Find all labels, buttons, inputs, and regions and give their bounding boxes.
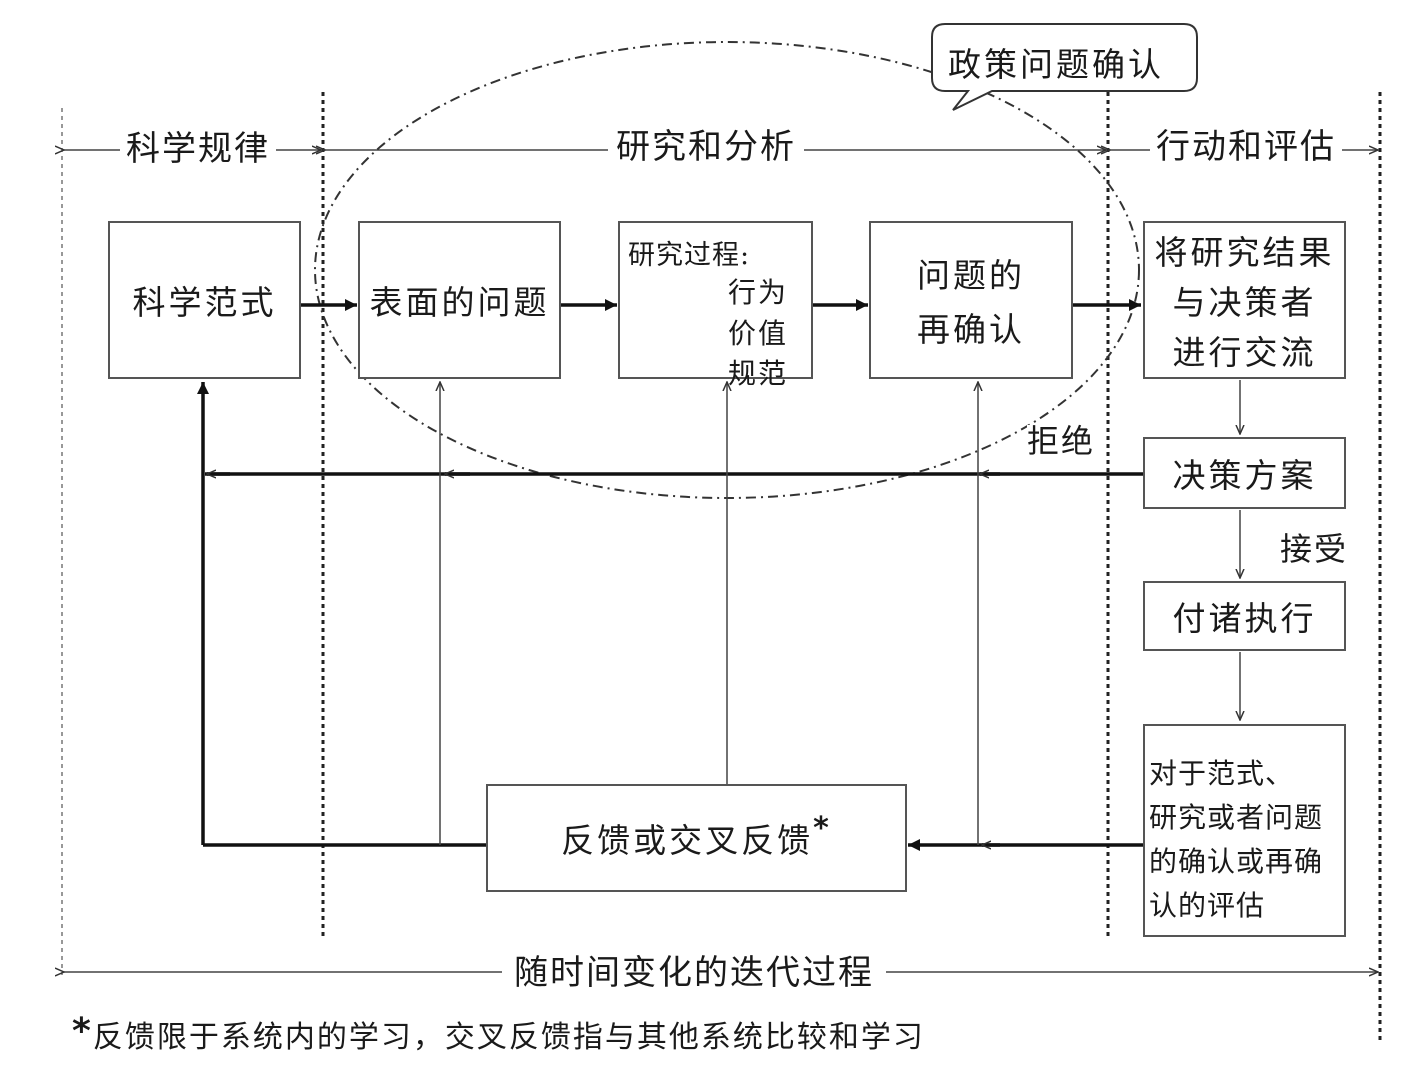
- box-problem-reconfirm: 问题的 再确认: [869, 221, 1073, 379]
- feedback-text: 反馈或交叉反馈: [561, 821, 814, 860]
- edge-label-accept: 接受: [1280, 530, 1349, 568]
- research-item-behavior: 行为: [728, 276, 789, 309]
- communicate-results-line-1: 将研究结果: [1154, 233, 1335, 272]
- box-implementation: 付诸执行: [1143, 581, 1346, 651]
- footnote: *反馈限于系统内的学习，交叉反馈指与其他系统比较和学习: [72, 1011, 925, 1056]
- evaluation-line-2: 研究或者问题: [1149, 801, 1324, 834]
- evaluation-line-3: 的确认或再确: [1149, 845, 1324, 878]
- phase-label-action-evaluation: 行动和评估: [1150, 130, 1342, 164]
- box-communicate-results: 将研究结果 与决策者 进行交流: [1143, 221, 1346, 379]
- footnote-star: *: [72, 1011, 93, 1052]
- communicate-results-line-2: 与决策者: [1172, 283, 1317, 322]
- evaluation-line-1: 对于范式、: [1149, 757, 1295, 790]
- box-decision-plan: 决策方案: [1143, 437, 1346, 509]
- phase-label-scientific-law: 科学规律: [120, 132, 276, 166]
- box-evaluation: 对于范式、 研究或者问题 的确认或再确 认的评估: [1143, 724, 1346, 937]
- research-item-value: 价值: [728, 317, 789, 350]
- surface-problem-text: 表面的问题: [369, 283, 550, 322]
- scientific-paradigm-text: 科学范式: [132, 283, 277, 322]
- callout-text: 政策问题确认: [948, 45, 1164, 84]
- research-process-title: 研究过程:: [628, 240, 751, 271]
- communicate-results-line-3: 进行交流: [1172, 333, 1317, 372]
- decision-plan-text: 决策方案: [1172, 456, 1317, 495]
- research-item-norm: 规范: [728, 357, 789, 390]
- problem-reconfirm-line-2: 再确认: [917, 310, 1025, 349]
- box-feedback: 反馈或交叉反馈*: [486, 784, 907, 892]
- evaluation-line-4: 认的评估: [1149, 889, 1266, 922]
- callout-bubble: [931, 23, 1198, 111]
- feedback-star: *: [813, 810, 832, 846]
- box-research-process: 研究过程: 行为 价值 规范: [618, 221, 813, 390]
- box-surface-problem: 表面的问题: [358, 221, 561, 379]
- iterative-process-label: 随时间变化的迭代过程: [502, 956, 886, 990]
- footnote-text: 反馈限于系统内的学习，交叉反馈指与其他系统比较和学习: [92, 1020, 925, 1055]
- phase-label-research-analysis: 研究和分析: [608, 130, 804, 164]
- problem-reconfirm-line-1: 问题的: [917, 256, 1025, 295]
- box-scientific-paradigm: 科学范式: [108, 221, 301, 379]
- edge-label-reject: 拒绝: [1027, 422, 1096, 460]
- implementation-text: 付诸执行: [1172, 599, 1317, 638]
